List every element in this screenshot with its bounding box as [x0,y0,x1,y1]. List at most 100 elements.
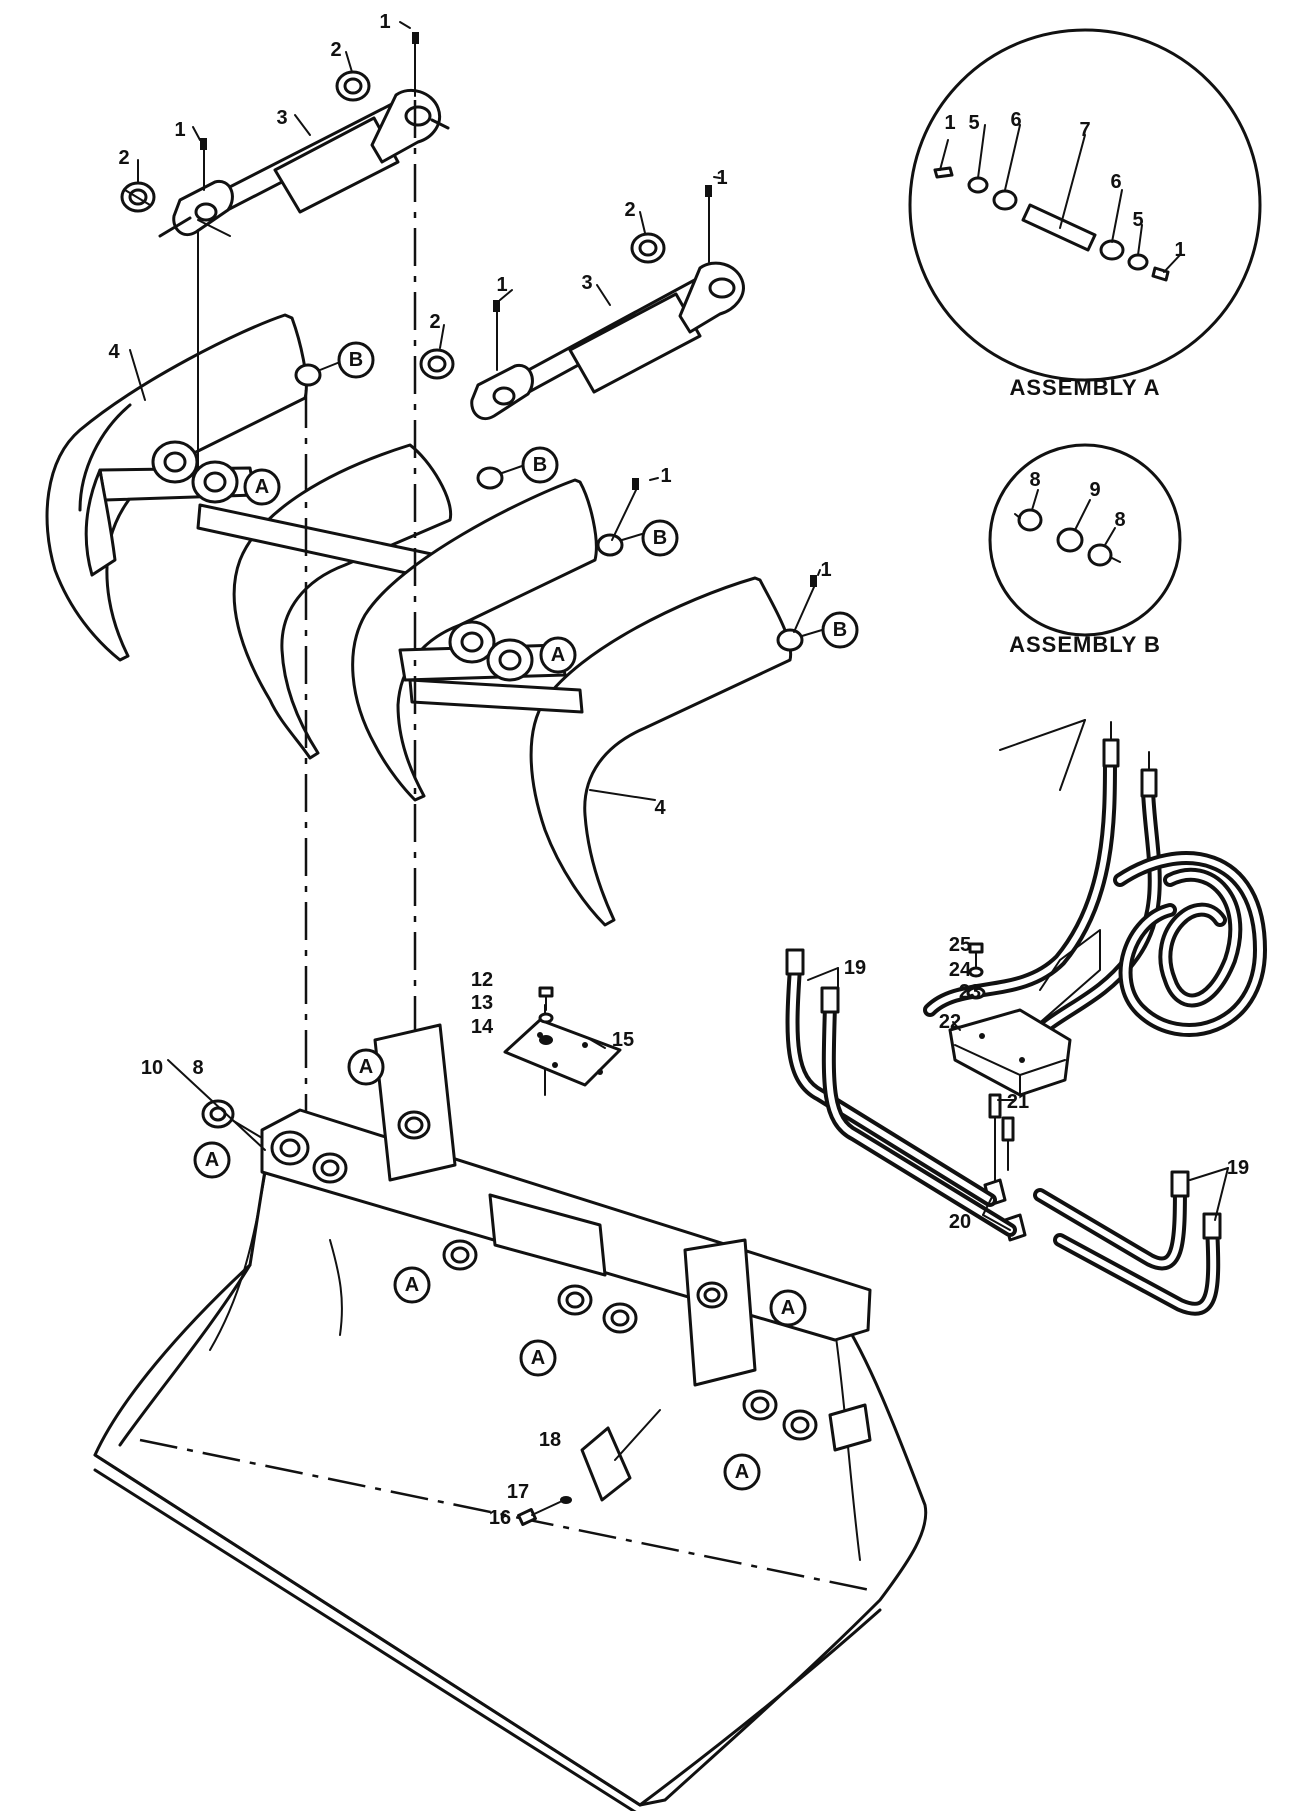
grease-fitting-top [412,32,419,97]
svg-text:B: B [349,349,363,371]
grease-fitting-cyl2-right [705,185,712,263]
grapple-arm-lower [351,478,793,927]
bracket-18 [580,1409,661,1502]
part-label: 12 [471,969,493,991]
assembly-a-inset [908,28,1262,382]
hydraulic-cylinder-upper [158,89,450,238]
svg-text:A: A [255,476,269,498]
reference-bubble-b: B [821,611,859,649]
mounting-plate-top [503,1018,622,1087]
svg-text:A: A [205,1149,219,1171]
part-label: 21 [1007,1091,1029,1113]
assembly-b-title: ASSEMBLY B [1009,632,1161,657]
grapple-pivot-b3 [596,533,643,557]
part-label: 23 [959,981,981,1003]
washer-23 [966,986,986,1000]
reference-bubble-a: A [243,468,281,506]
grease-fitting-grapple2-a [611,478,639,541]
svg-text:A: A [405,1274,419,1296]
bolt-24 [968,942,984,971]
bolt-12 [538,986,554,1011]
grease-fitting-cyl2-left [493,300,500,371]
grapple-pivot-b2 [476,465,523,490]
grapple-pivot-b4 [776,628,823,652]
cylinder-bushing-left [120,181,156,213]
part-label: 5 [968,112,979,134]
part-label: 1 [944,112,955,134]
part-label: 14 [471,1016,494,1038]
cylinder-bushing-mid-left [419,348,455,380]
part-label: 2 [429,311,440,333]
reference-bubble-a: A [519,1339,557,1377]
hose-19-right [1033,1170,1222,1316]
svg-text:A: A [781,1297,795,1319]
grapple-pivot-b1 [294,361,341,387]
washer-13 [538,1012,554,1024]
part-label: 7 [1079,119,1090,141]
part-label: 5 [1132,209,1143,231]
part-label: 4 [108,341,120,363]
part-label: 25 [949,934,971,956]
reference-bubble-b: B [641,519,679,557]
part-label: 1 [496,274,507,296]
svg-text:A: A [359,1056,373,1078]
grease-fitting-cyl1 [200,138,207,191]
part-label: 3 [276,107,287,129]
part-label: 22 [939,1011,961,1033]
part-label: 2 [118,147,129,169]
assembly-a-title: ASSEMBLY A [1009,375,1160,400]
svg-text:A: A [735,1461,749,1483]
part-label: 24 [949,959,972,981]
part-label: 2 [624,199,635,221]
part-label: 6 [1010,109,1021,131]
leader-lines [129,21,1229,1231]
part-label: 17 [507,1481,529,1503]
part-label: 1 [379,11,390,33]
part-label: 8 [192,1057,203,1079]
reference-bubble-a: A [347,1048,385,1086]
reference-bubbles: B B B B A A A A A A A A [193,341,859,1491]
part-label: 6 [1110,171,1121,193]
part-label: 1 [716,167,727,189]
hydraulic-cylinder-lower [470,261,745,421]
washer-17-lower [560,1496,572,1504]
manifold-block-22 [948,1008,1072,1097]
svg-text:B: B [533,454,547,476]
washer-17-upper [968,966,984,978]
part-label: 19 [1227,1157,1249,1179]
part-label: 3 [581,272,592,294]
hose-19-left [785,948,1017,1237]
part-label: 8 [1029,469,1040,491]
part-label: 2 [330,39,341,61]
assembly-b-inset [988,443,1182,637]
svg-text:B: B [653,527,667,549]
part-label: 19 [844,957,866,979]
part-label: 10 [141,1057,163,1079]
part-label: 1 [820,559,831,581]
part-label: 1 [660,465,671,487]
svg-text:A: A [551,644,565,666]
part-label: 8 [1114,509,1125,531]
reference-bubble-b: B [337,341,375,379]
reference-bubble-a: A [539,636,577,674]
part-label: 1 [174,119,185,141]
bucket-mount-bar [260,1023,872,1452]
cylinder-bushing-mid-right [630,232,666,264]
reference-bubble-b: B [521,446,559,484]
part-label: 1 [1174,239,1185,261]
part-label: 15 [612,1029,634,1051]
reference-bubble-a: A [193,1141,231,1179]
grapple-arm-upper [45,313,464,760]
part-label: 9 [1089,479,1100,501]
svg-text:B: B [833,619,847,641]
lock-washer-14 [539,1035,553,1045]
part-label: 13 [471,992,493,1014]
reference-bubble-a: A [393,1266,431,1304]
svg-text:A: A [531,1347,545,1369]
part-label: 18 [539,1429,561,1451]
grease-fitting-grapple2-b [793,575,817,633]
part-label: 4 [654,797,666,819]
